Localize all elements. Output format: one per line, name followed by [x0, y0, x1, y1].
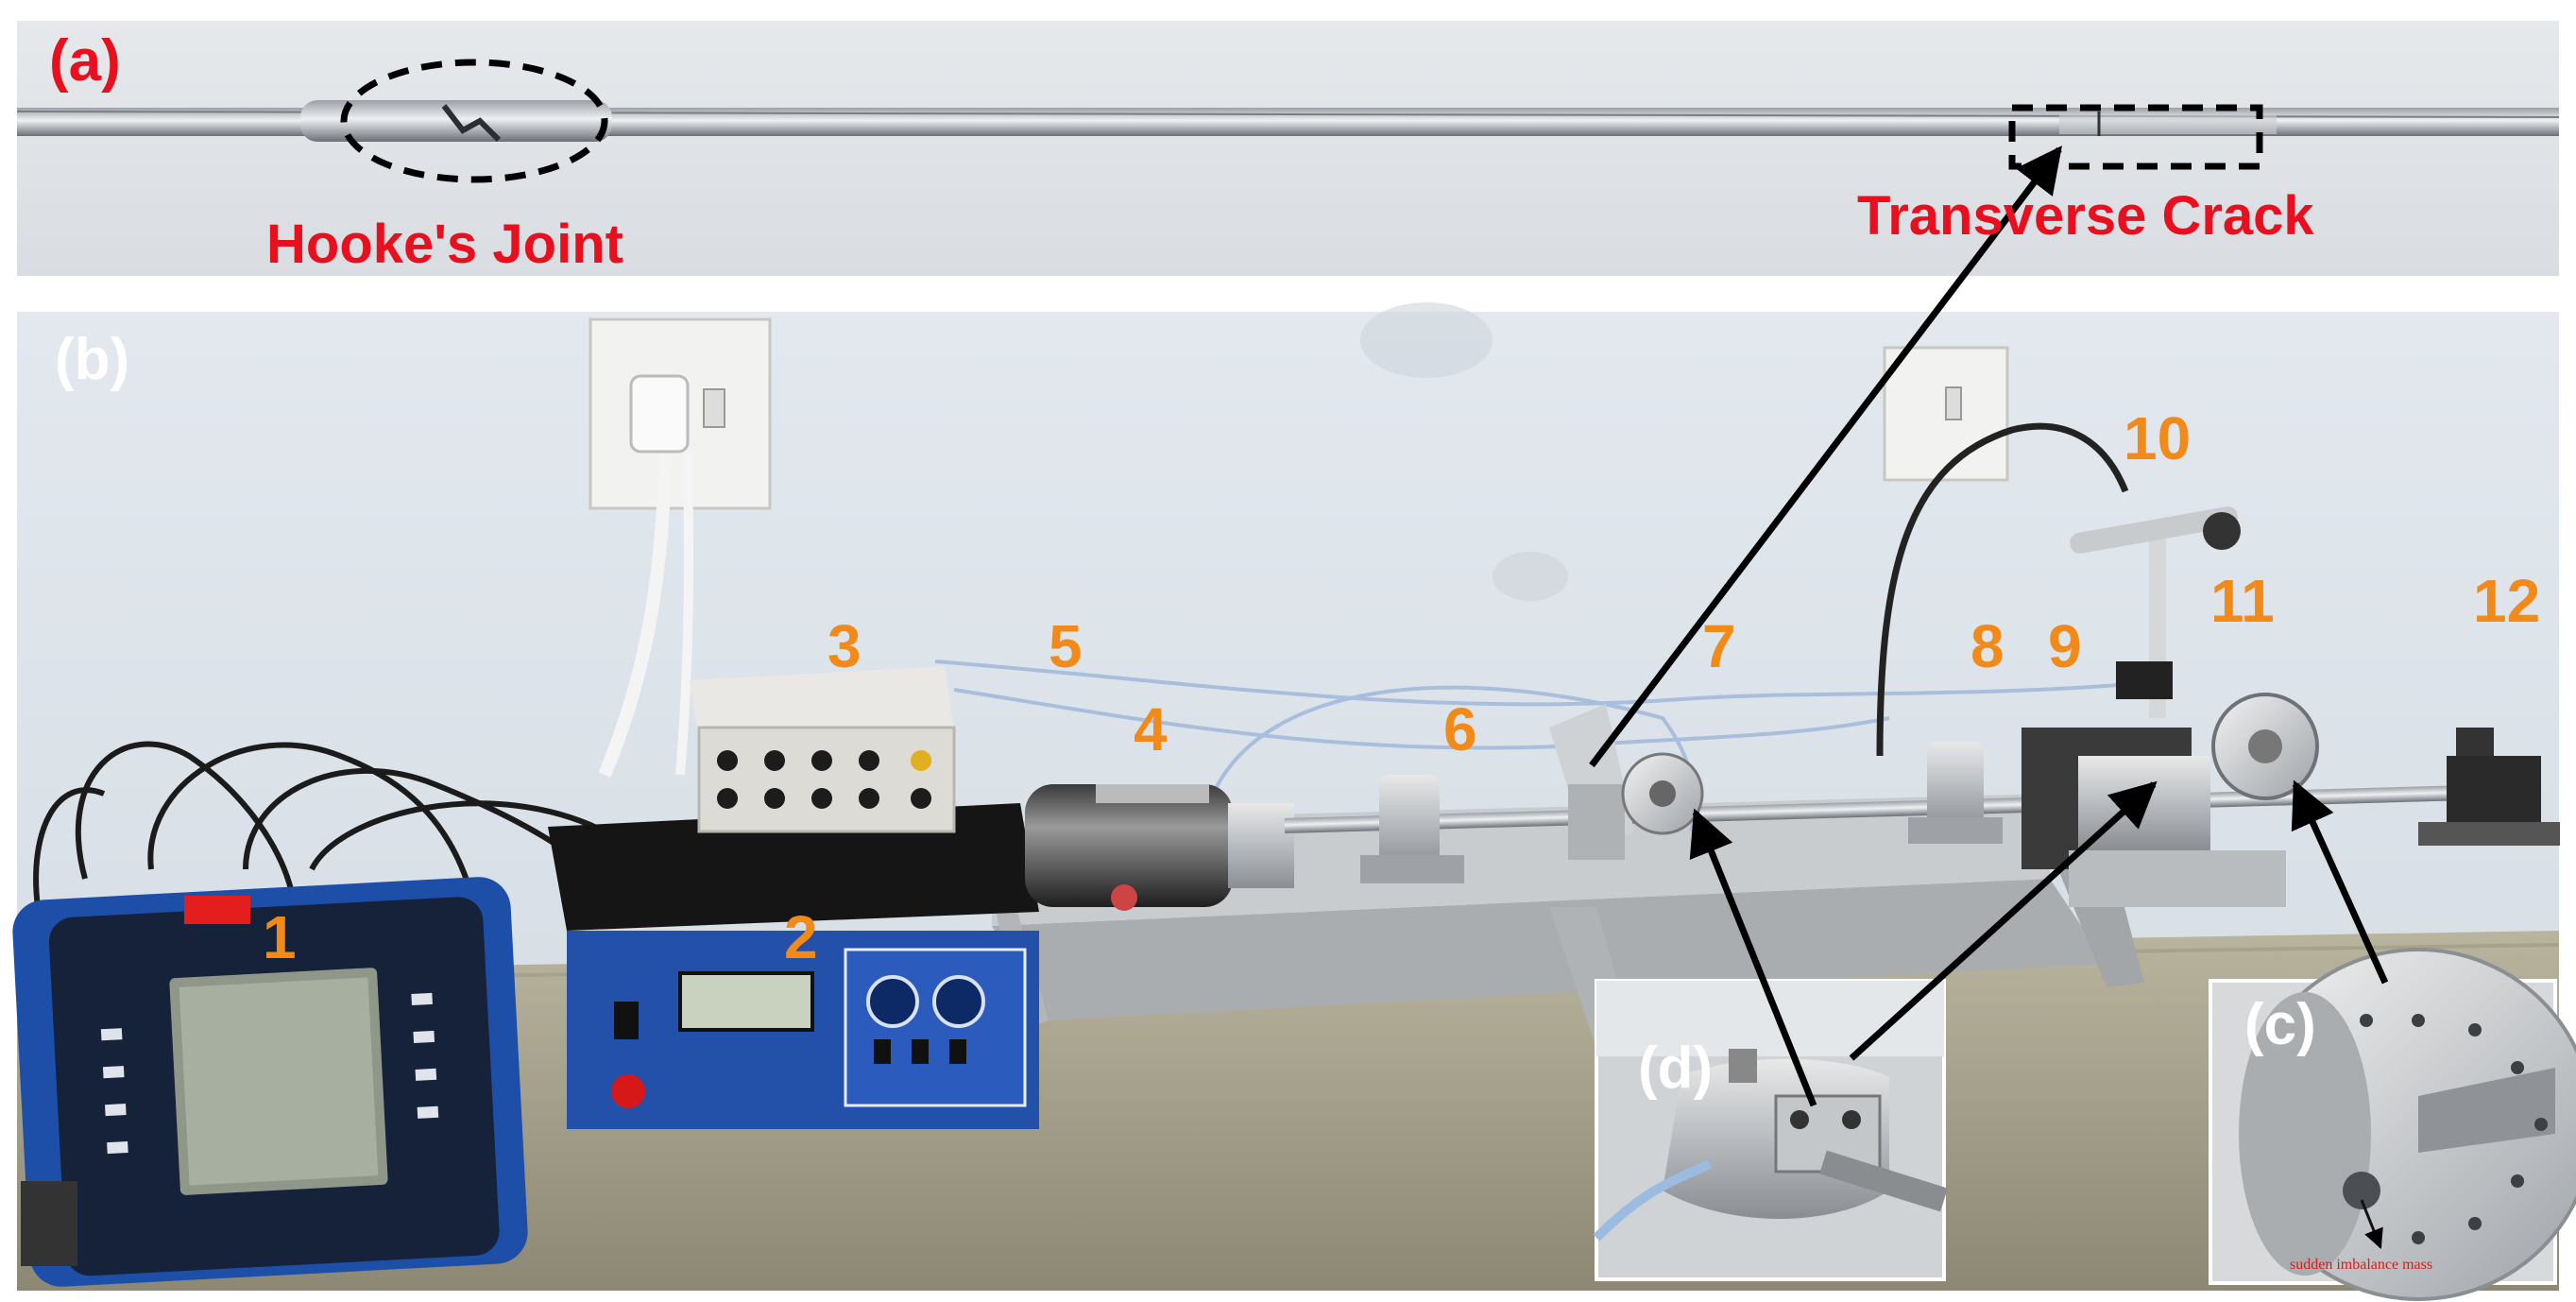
hookes-joint-label: Hooke's Joint — [266, 214, 623, 275]
crack-box — [2008, 104, 2263, 170]
component-number-12: 12 — [2473, 567, 2541, 635]
imbalance-mass-caption: sudden imbalance mass — [2290, 1257, 2433, 1273]
end-support — [2418, 728, 2560, 846]
signal-conditioner — [690, 666, 956, 833]
component-number-10: 10 — [2124, 404, 2192, 472]
panel-label-c: (c) — [2244, 992, 2316, 1057]
component-number-2: 2 — [784, 903, 818, 971]
component-number-1: 1 — [263, 903, 297, 971]
panel-label-b: (b) — [55, 327, 130, 392]
sensor-stand — [2070, 506, 2241, 718]
motor — [1025, 784, 1294, 911]
power-supply — [548, 803, 1039, 1129]
arrow-c-to-disc — [2291, 779, 2389, 985]
coupling-disc-8 — [1621, 752, 1704, 835]
component-number-7: 7 — [1702, 612, 1736, 680]
fft-analyzer — [12, 877, 528, 1287]
arrow-d-to-rotor — [1849, 780, 2158, 1061]
leader-arrows — [1589, 146, 2389, 1107]
component-number-6: 6 — [1443, 695, 1477, 763]
component-number-5: 5 — [1049, 612, 1083, 680]
hookes-joint-ellipse — [340, 59, 608, 183]
panel-label-d: (d) — [1638, 1036, 1714, 1101]
bearing-block-2 — [1908, 742, 2003, 844]
bearing-block-1 — [1360, 775, 1464, 883]
arrow-d-to-joint — [1689, 808, 1817, 1107]
component-number-9: 9 — [2048, 612, 2082, 680]
component-number-8: 8 — [1970, 612, 2005, 680]
panel-a-photo — [16, 21, 2560, 276]
component-number-11: 11 — [2210, 567, 2275, 635]
inset-c — [2209, 948, 2576, 1301]
wall-socket-left — [589, 317, 772, 510]
component-number-3: 3 — [827, 612, 862, 680]
transverse-crack-label: Transverse Crack — [1857, 185, 2314, 247]
arrow-to-crack — [1589, 146, 2062, 768]
rig-base-front — [992, 879, 2107, 1020]
component-number-4: 4 — [1134, 695, 1168, 763]
panel-label-a: (a) — [49, 28, 121, 94]
